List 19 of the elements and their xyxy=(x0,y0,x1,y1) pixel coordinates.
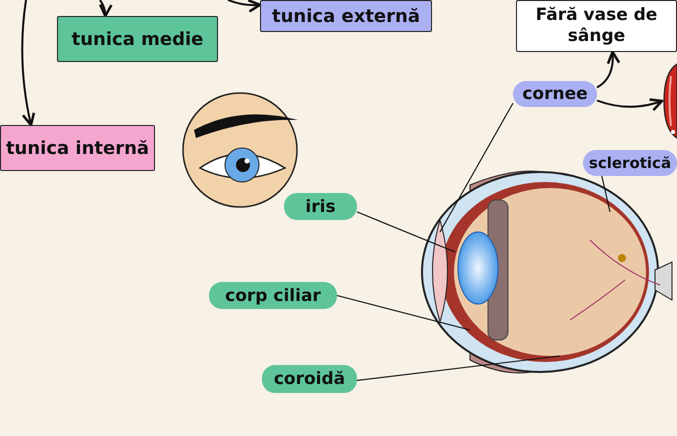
leader-line xyxy=(356,211,456,252)
arrow xyxy=(98,0,112,18)
leader-line xyxy=(336,294,470,331)
leader-line xyxy=(356,355,560,381)
note-label: Fără vase de sânge xyxy=(516,0,677,52)
part-label: sclerotică xyxy=(583,150,677,176)
blood-vessel-picture xyxy=(662,62,677,140)
layer-label: tunica medie xyxy=(57,16,218,62)
layer-label: tunica internă xyxy=(0,125,155,171)
arrow xyxy=(228,0,262,13)
layer-label: tunica externă xyxy=(260,0,432,32)
part-label: iris xyxy=(284,193,357,220)
arrow xyxy=(596,98,664,112)
part-label: coroidă xyxy=(262,365,357,393)
part-label: cornee xyxy=(513,81,597,107)
leader-line xyxy=(440,102,514,232)
arrow xyxy=(596,50,620,88)
part-label: corp ciliar xyxy=(209,282,337,309)
arrow xyxy=(21,0,36,126)
